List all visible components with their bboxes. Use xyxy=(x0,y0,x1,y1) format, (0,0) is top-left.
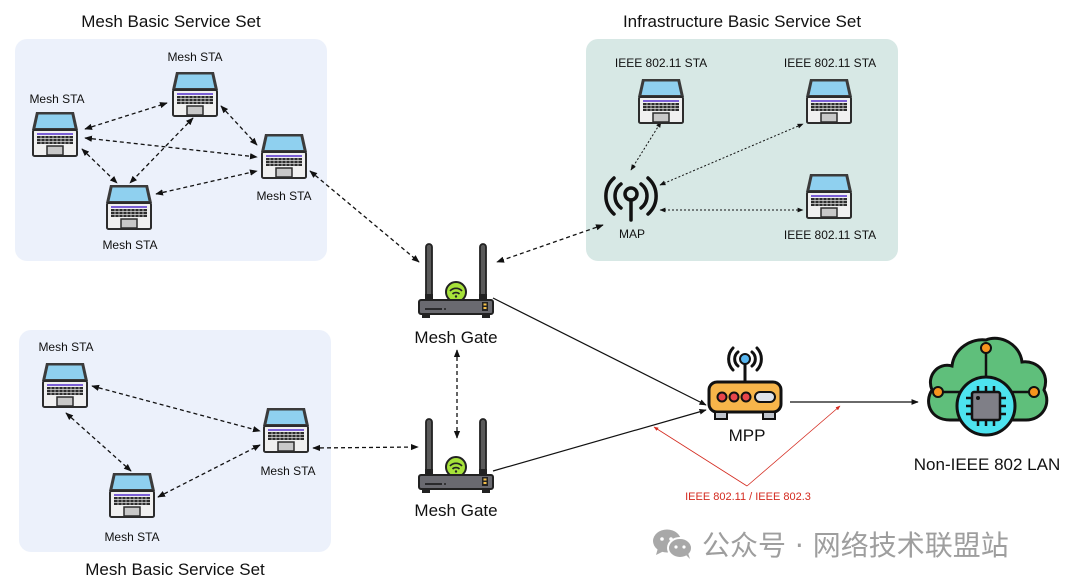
lan-label: Non-IEEE 802 LAN xyxy=(913,455,1061,474)
mesh-top-1-label: Mesh STA xyxy=(29,92,85,106)
mesh-top-3-node[interactable] xyxy=(104,183,154,236)
watermark: 公众号 · 网络技术联盟站 xyxy=(652,524,1009,564)
link-mesh-bot-3-to-mesh-bot-2 xyxy=(157,444,261,498)
laptop-icon xyxy=(806,79,852,124)
infra-sta-3-node[interactable] xyxy=(804,172,854,225)
laptop-icon xyxy=(263,408,309,453)
mesh-bot-2-label: Mesh STA xyxy=(260,464,316,478)
link-gate-bottom-to-mpp xyxy=(492,409,707,472)
wireless-router-icon xyxy=(707,346,783,420)
annotation-line-right xyxy=(746,405,841,487)
link-mesh-top-4-to-gate-top xyxy=(309,170,420,263)
mesh-top-1-node[interactable] xyxy=(30,110,80,163)
mesh-bot-1-label: Mesh STA xyxy=(38,340,94,354)
mesh-top-2-node[interactable] xyxy=(170,70,220,123)
mesh-bot-2-node[interactable] xyxy=(261,406,311,459)
antenna-icon xyxy=(604,176,658,222)
laptop-icon xyxy=(106,185,152,230)
link-mesh-bot-1-to-mesh-bot-3 xyxy=(65,412,132,472)
annotation-line-left xyxy=(653,426,748,487)
laptop-icon xyxy=(172,72,218,117)
mesh-gate-top-label: Mesh Gate xyxy=(414,328,498,347)
mesh-bot-1-node[interactable] xyxy=(40,361,90,414)
mesh-bss-top-title: Mesh Basic Service Set xyxy=(81,12,261,31)
watermark-text: 公众号 · 网络技术联盟站 xyxy=(702,529,1009,562)
cloud-network-icon xyxy=(927,336,1049,437)
laptop-icon xyxy=(42,363,88,408)
laptop-icon xyxy=(109,473,155,518)
link-mesh-top-2-to-mesh-top-3 xyxy=(129,117,194,184)
mesh-bss-bottom-title: Mesh Basic Service Set xyxy=(85,560,265,579)
mesh-top-2-label: Mesh STA xyxy=(167,50,223,64)
link-mesh-top-3-to-mesh-top-4 xyxy=(155,169,258,196)
infra-bss-title: Infrastructure Basic Service Set xyxy=(622,12,862,31)
link-map-to-gate-top xyxy=(496,224,604,263)
map-node[interactable] xyxy=(602,170,660,229)
mesh-gate-bottom-label: Mesh Gate xyxy=(414,501,498,520)
laptop-icon xyxy=(638,79,684,124)
map-label: MAP xyxy=(618,227,646,241)
infra-sta-3-label: IEEE 802.11 STA xyxy=(783,228,877,242)
mpp-label: MPP xyxy=(728,426,766,445)
mesh-top-4-node[interactable] xyxy=(259,132,309,185)
annotation-lines xyxy=(653,405,841,487)
link-gate-top-to-mpp xyxy=(492,297,707,406)
link-mesh-bot-2-to-gate-bottom xyxy=(312,443,419,452)
link-mesh-top-2-to-mesh-top-4 xyxy=(220,105,258,146)
link-mesh-top-1-to-mesh-top-3 xyxy=(81,148,118,184)
infra-sta-1-label: IEEE 802.11 STA xyxy=(614,56,708,70)
infra-sta-1-node[interactable] xyxy=(636,77,686,130)
link-map-to-infra-sta-2 xyxy=(659,123,804,186)
laptop-icon xyxy=(32,112,78,157)
mpp-node[interactable] xyxy=(703,342,787,427)
mesh-bot-3-label: Mesh STA xyxy=(104,530,160,544)
mesh-gate-top[interactable] xyxy=(416,240,496,325)
link-map-to-infra-sta-1 xyxy=(630,121,662,171)
lan-node[interactable] xyxy=(920,330,1054,445)
infra-sta-2-label: IEEE 802.11 STA xyxy=(783,56,877,70)
mesh-bot-3-node[interactable] xyxy=(107,471,157,524)
link-mesh-bot-1-to-mesh-bot-2 xyxy=(91,384,261,433)
infra-sta-2-node[interactable] xyxy=(804,77,854,130)
laptop-icon xyxy=(806,174,852,219)
router-icon xyxy=(418,418,494,493)
mesh-gate-bottom[interactable] xyxy=(416,415,496,500)
mesh-top-4-label: Mesh STA xyxy=(256,189,312,203)
router-icon xyxy=(418,243,494,318)
laptop-icon xyxy=(261,134,307,179)
wechat-icon xyxy=(653,529,693,559)
link-mesh-top-1-to-mesh-top-2 xyxy=(84,102,168,130)
mesh-top-3-label: Mesh STA xyxy=(102,238,158,252)
link-type-annotation: IEEE 802.11 / IEEE 802.3 xyxy=(685,491,811,503)
